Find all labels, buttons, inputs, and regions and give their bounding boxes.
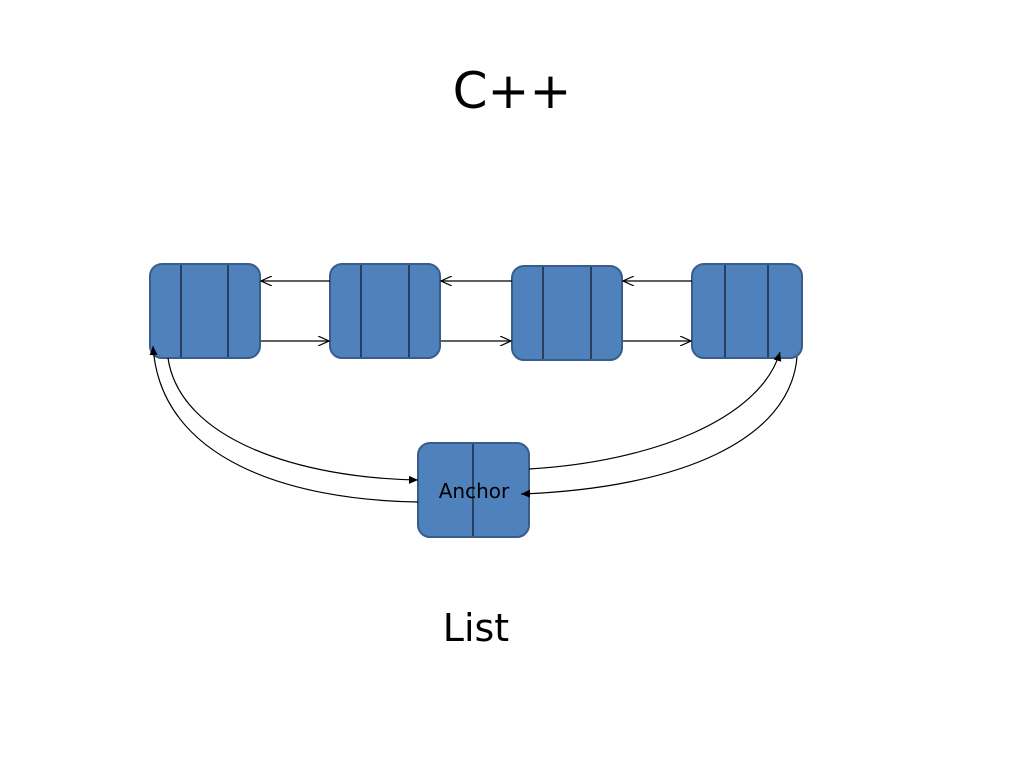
link-node1-to-anchor xyxy=(167,357,419,484)
link-anchor-to-node1 xyxy=(149,345,419,503)
anchor-node: Anchor xyxy=(417,442,530,538)
diagram-caption: List xyxy=(442,606,510,650)
list-node-3 xyxy=(511,265,623,361)
link-node4-to-anchor xyxy=(520,356,798,498)
anchor-label: Anchor xyxy=(439,479,510,503)
list-node-1 xyxy=(149,263,261,359)
link-anchor-to-node4 xyxy=(528,351,782,470)
list-node-2 xyxy=(329,263,441,359)
list-node-4 xyxy=(691,263,803,359)
slide-title: C++ xyxy=(452,62,572,120)
